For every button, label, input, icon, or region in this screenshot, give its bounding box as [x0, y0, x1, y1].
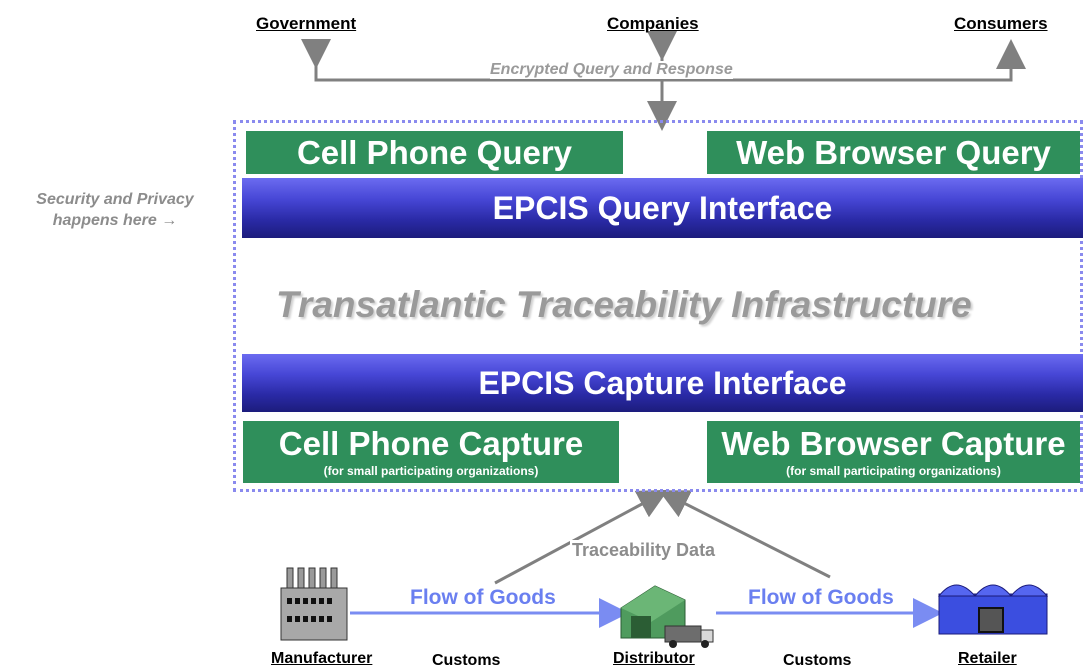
cell-phone-query-box: Cell Phone Query [246, 131, 623, 174]
web-browser-query-box: Web Browser Query [707, 131, 1080, 174]
manufacturer-label: Manufacturer [271, 650, 373, 667]
customs-left-label: Customs [432, 652, 501, 669]
cell-phone-capture-box: Cell Phone Capture (for small participat… [243, 421, 619, 483]
customs-right-label: Customs [783, 652, 852, 669]
traceability-data-label: Traceability Data [570, 540, 718, 561]
infrastructure-frame [233, 120, 1083, 492]
cell-phone-capture-sub: (for small participating organizations) [323, 464, 539, 478]
flow-of-goods-left: Flow of Goods [410, 586, 556, 609]
web-browser-capture-box: Web Browser Capture (for small participa… [707, 421, 1080, 483]
query-response-arrows [301, 31, 1026, 131]
web-browser-query-label: Web Browser Query [736, 134, 1051, 171]
consumers-label: Consumers [954, 14, 1048, 33]
cell-phone-capture-label: Cell Phone Capture [278, 425, 584, 462]
web-browser-capture-sub: (for small participating organizations) [786, 464, 1001, 478]
government-label: Government [256, 14, 357, 33]
warehouse-truck-icon [620, 585, 714, 648]
epcis-capture-interface: EPCIS Capture Interface [242, 354, 1083, 412]
web-browser-capture-label: Web Browser Capture [721, 425, 1066, 462]
retailer-label: Retailer [958, 650, 1017, 667]
store-icon [937, 584, 1049, 635]
encrypted-query-label: Encrypted Query and Response [490, 61, 733, 79]
security-note-line1: Security and Privacy [36, 191, 194, 208]
security-privacy-note: Security and Privacy happens here → [4, 189, 226, 231]
epcis-query-interface: EPCIS Query Interface [242, 178, 1083, 238]
infrastructure-title: Transatlantic Traceability Infrastructur… [276, 284, 972, 325]
cell-phone-query-label: Cell Phone Query [296, 134, 573, 171]
factory-icon [280, 567, 348, 641]
companies-label: Companies [607, 14, 699, 33]
security-note-line2: happens here → [52, 212, 178, 229]
distributor-label: Distributor [613, 650, 695, 667]
flow-of-goods-right: Flow of Goods [748, 586, 894, 609]
